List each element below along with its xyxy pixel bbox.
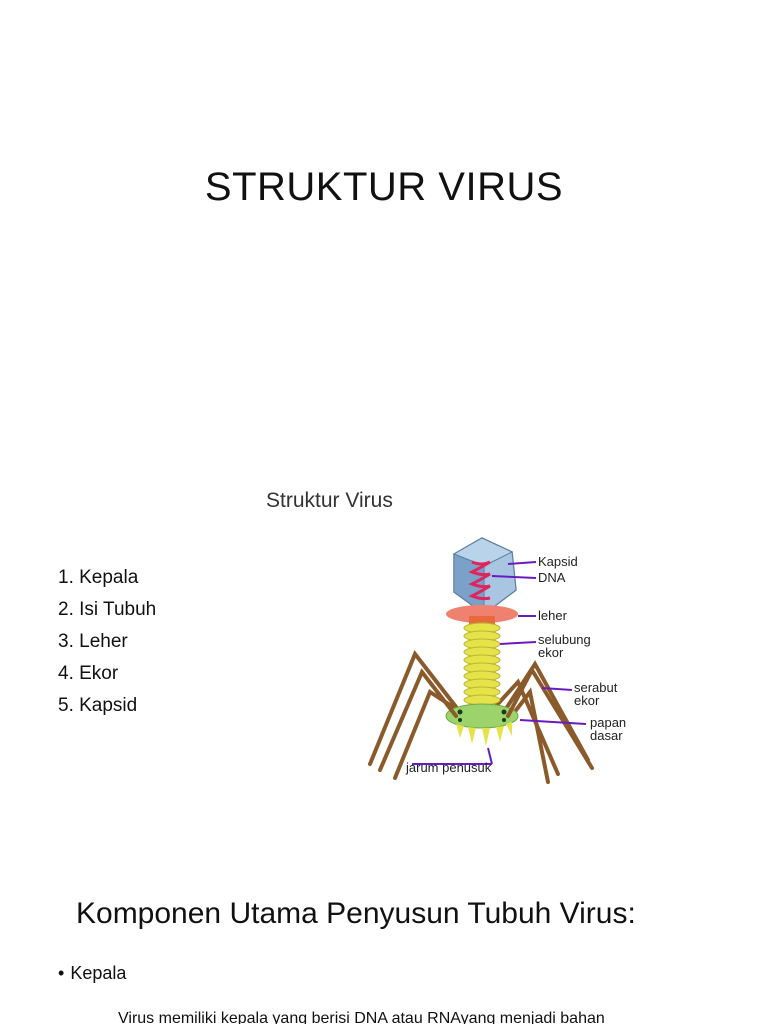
list-item: 3. Leher — [58, 631, 128, 652]
label-selubung-ekor: ekor — [538, 645, 564, 660]
structure-list: 1. Kepala 2. Isi Tubuh 3. Leher 4. Ekor … — [58, 562, 156, 722]
bullet-label: Kepala — [70, 963, 127, 983]
label-jarum-penusuk: jarum penusuk — [405, 760, 492, 775]
label-leher: leher — [538, 608, 568, 623]
tail-pins — [456, 722, 512, 746]
section-title: Struktur Virus — [266, 489, 393, 512]
label-selubung: selubung — [538, 632, 591, 647]
list-item: 4. Ekor — [58, 663, 119, 684]
tail-sheath — [463, 622, 501, 706]
label-papan: papan — [590, 715, 626, 730]
label-kapsid: Kapsid — [538, 554, 578, 569]
neck — [469, 616, 495, 624]
label-serabut: serabut — [574, 680, 618, 695]
label-pointers — [412, 561, 587, 765]
list-item: 2. Isi Tubuh — [58, 599, 157, 620]
collar — [446, 605, 518, 623]
label-dna: DNA — [538, 570, 566, 585]
components-heading: Komponen Utama Penyusun Tubuh Virus: — [76, 897, 636, 930]
list-item: 1. Kepala — [58, 567, 139, 588]
slide-title: STRUKTUR VIRUS — [204, 165, 564, 209]
bullet-marker: • — [58, 963, 65, 983]
bullet-item: •Kepala — [58, 963, 126, 984]
label-papan-dasar: dasar — [590, 728, 623, 743]
virus-diagram: Kapsid DNA leher selubung ekor serabut e… — [368, 537, 626, 784]
label-serabut-ekor: ekor — [574, 693, 600, 708]
description-text: Virus memiliki kepala yang berisi DNA at… — [118, 1010, 605, 1024]
list-item: 5. Kapsid — [58, 695, 138, 716]
dna — [468, 560, 491, 601]
